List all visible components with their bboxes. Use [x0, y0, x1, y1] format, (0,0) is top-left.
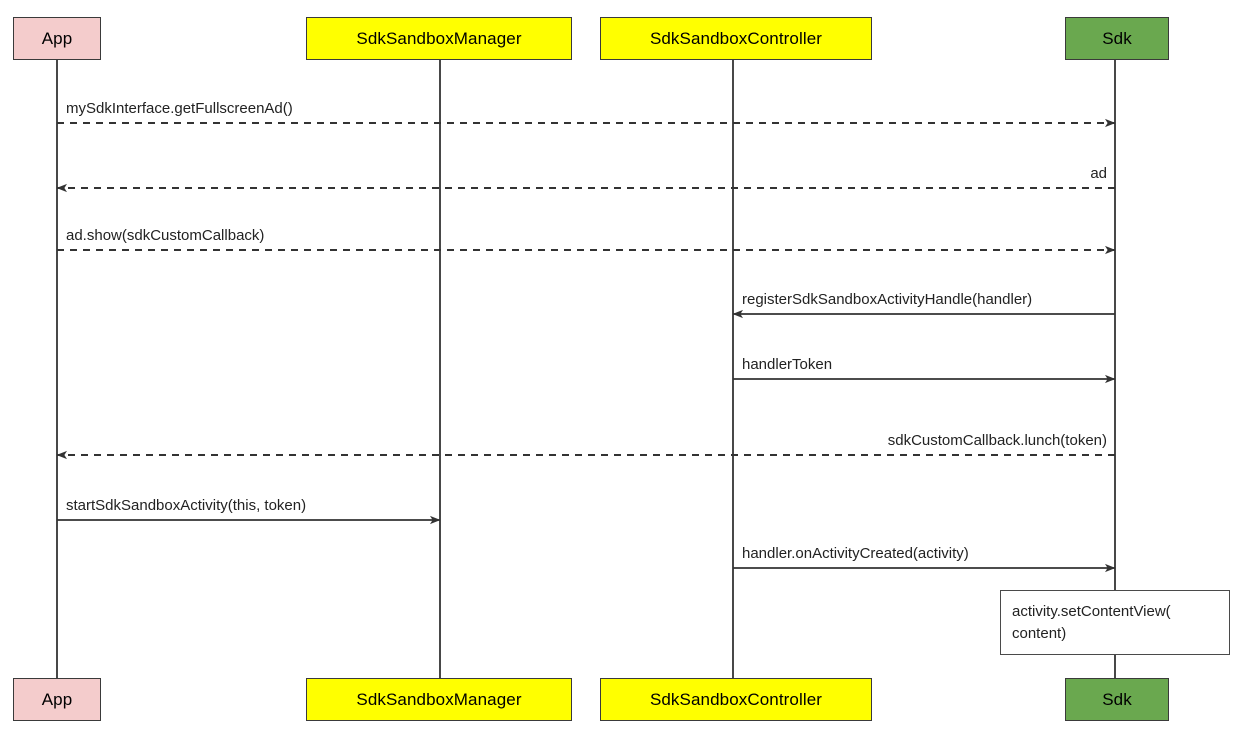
- note-activity-set-content-view: activity.setContentView( content): [1000, 590, 1230, 655]
- message-label-m6: sdkCustomCallback.lunch(token): [887, 432, 1107, 449]
- note-line-1: activity.setContentView(: [1012, 603, 1171, 620]
- note-line-2: content): [1012, 624, 1067, 642]
- participant-label: Sdk: [1102, 29, 1132, 48]
- message-label-m7: startSdkSandboxActivity(this, token): [66, 497, 307, 514]
- message-label-m3: ad.show(sdkCustomCallback): [66, 227, 265, 244]
- participant-header-manager[interactable]: SdkSandboxManager: [306, 17, 572, 60]
- participant-footer-app[interactable]: App: [13, 678, 101, 721]
- participant-header-controller[interactable]: SdkSandboxController: [600, 17, 872, 60]
- participant-footer-sdk[interactable]: Sdk: [1065, 678, 1169, 721]
- participant-header-sdk[interactable]: Sdk: [1065, 17, 1169, 60]
- participant-label: SdkSandboxManager: [356, 29, 522, 48]
- participant-label: App: [41, 690, 73, 709]
- message-label-m2: ad: [1090, 165, 1107, 182]
- participant-label: SdkSandboxManager: [356, 690, 522, 709]
- participant-label: SdkSandboxController: [649, 690, 823, 709]
- message-label-m1: mySdkInterface.getFullscreenAd(): [66, 100, 293, 117]
- participant-header-app[interactable]: App: [13, 17, 101, 60]
- participant-footer-controller[interactable]: SdkSandboxController: [600, 678, 872, 721]
- participant-label: App: [41, 29, 73, 48]
- message-label-m4: registerSdkSandboxActivityHandle(handler…: [742, 291, 1033, 308]
- message-label-m5: handlerToken: [742, 356, 833, 373]
- participant-label: Sdk: [1102, 690, 1132, 709]
- arrows-group: [56, 118, 1116, 573]
- participant-footer-manager[interactable]: SdkSandboxManager: [306, 678, 572, 721]
- message-label-m8: handler.onActivityCreated(activity): [742, 545, 969, 562]
- participant-label: SdkSandboxController: [649, 29, 823, 48]
- lifelines-group: [56, 60, 1116, 678]
